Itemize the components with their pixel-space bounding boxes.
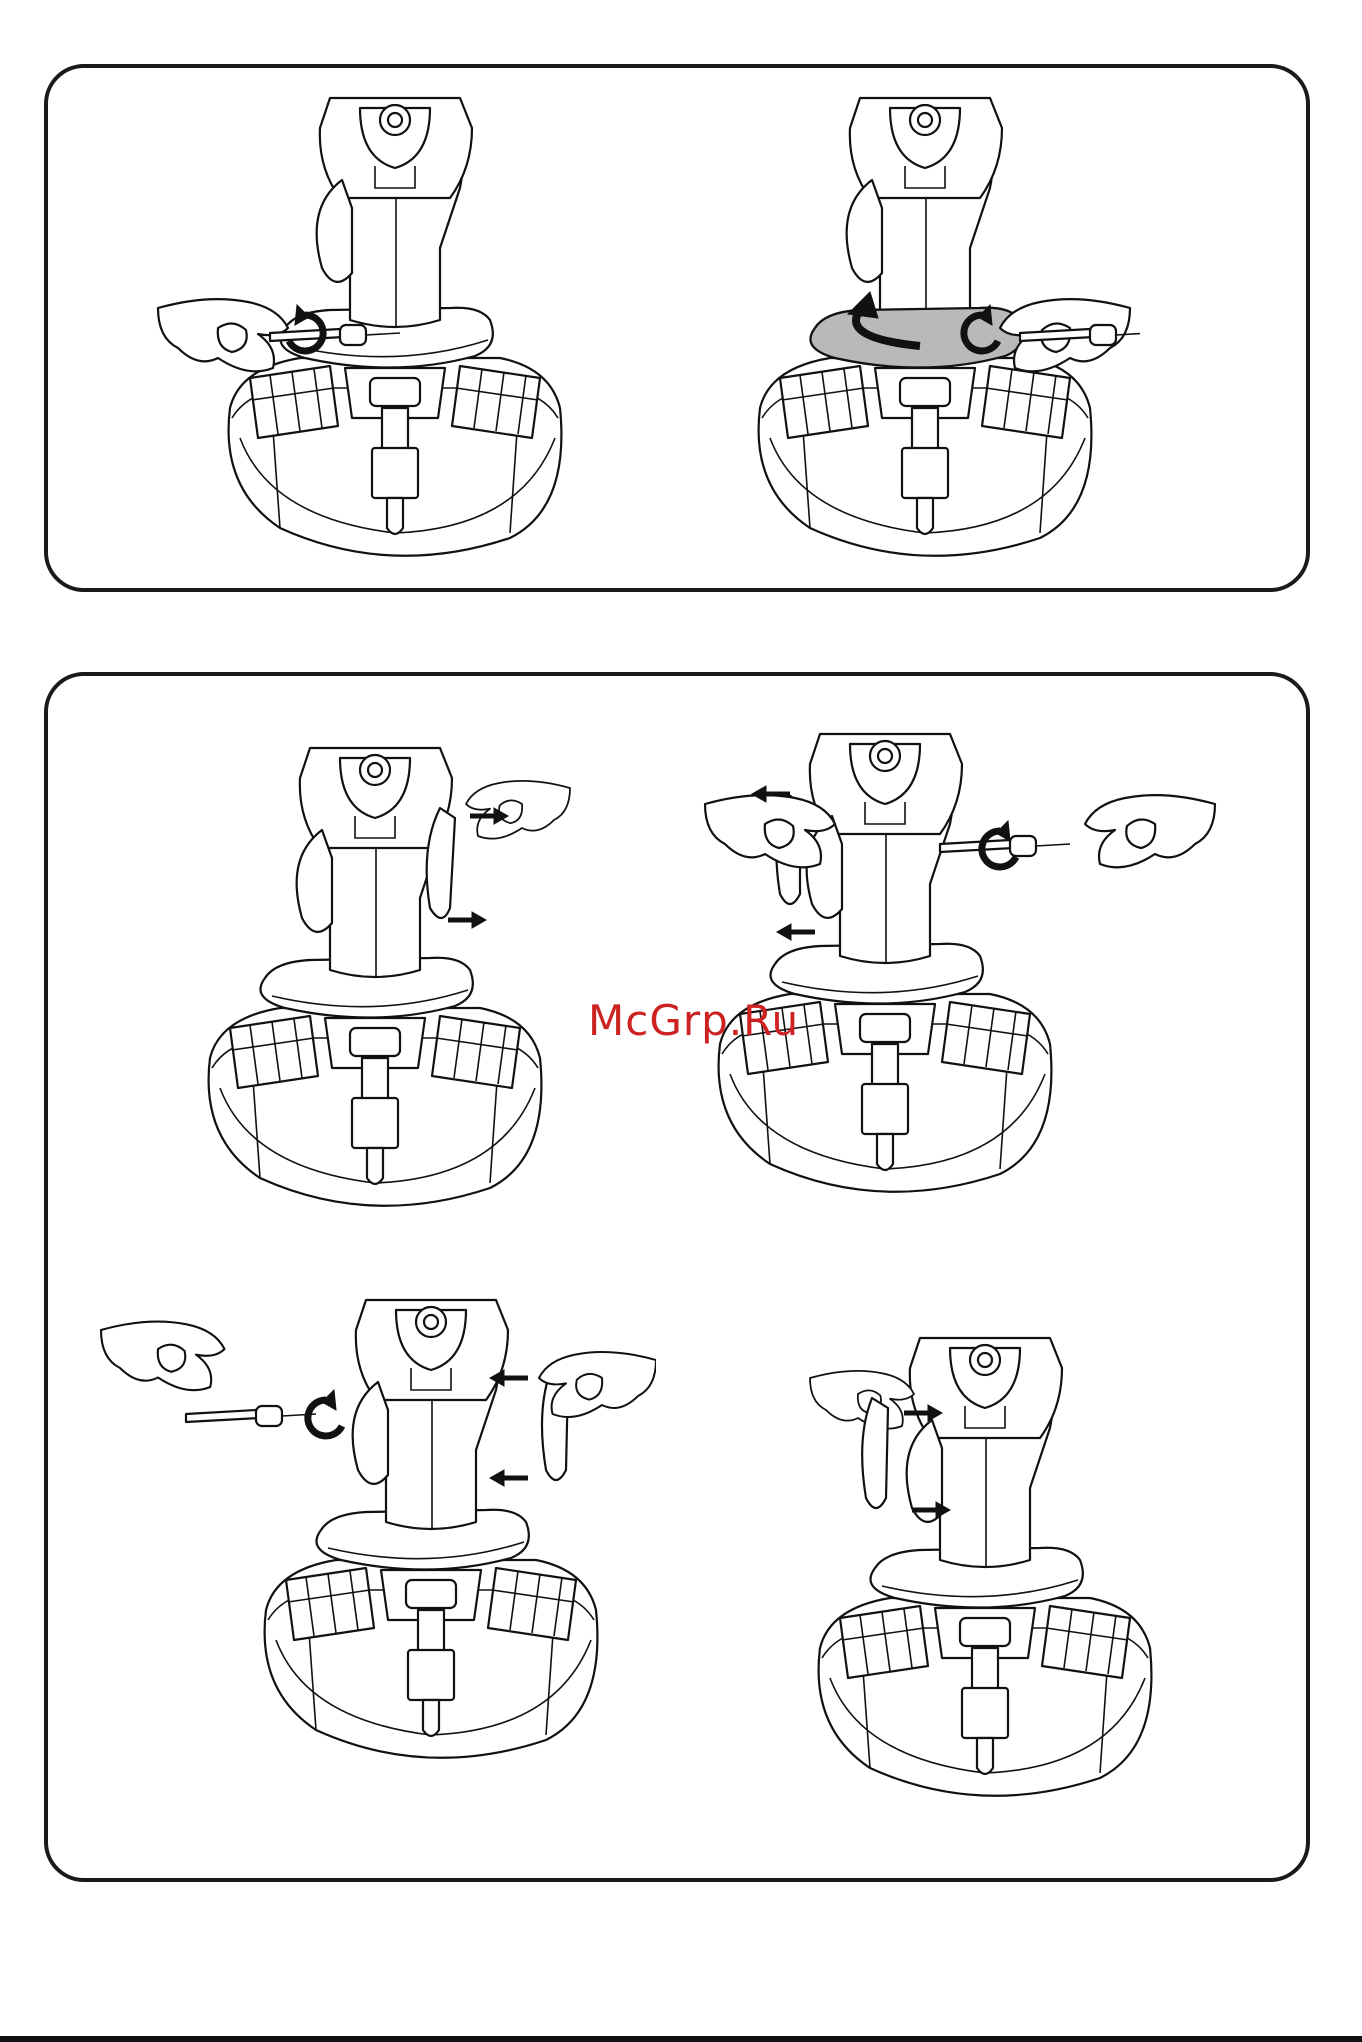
hand-icon	[539, 1352, 656, 1417]
figure-attach-rest-left	[96, 1290, 656, 1830]
figure-unscrew-rest	[700, 724, 1220, 1244]
hand-icon	[705, 795, 835, 867]
hand-icon	[158, 299, 288, 371]
screwdriver-icon	[186, 1406, 316, 1426]
hand-icon	[101, 1322, 225, 1391]
bottom-rule	[0, 2036, 1362, 2042]
watermark: McGrp.Ru	[588, 996, 799, 1045]
figure-loosen-screw	[150, 88, 570, 578]
hand-icon	[810, 1371, 914, 1429]
figure-attach-rest-right	[800, 1318, 1200, 1858]
arrow-left-icon	[490, 1470, 528, 1486]
hand-icon	[1085, 795, 1215, 867]
hand-icon	[466, 781, 570, 839]
figure-rotate-collar	[720, 88, 1140, 578]
screwdriver-icon	[940, 836, 1070, 856]
rotate-clockwise-icon	[308, 1390, 342, 1436]
side-rest	[862, 1398, 888, 1508]
arrow-left-icon	[777, 924, 815, 940]
figure-remove-side-rest	[180, 728, 580, 1248]
arrow-right-icon	[448, 912, 486, 928]
